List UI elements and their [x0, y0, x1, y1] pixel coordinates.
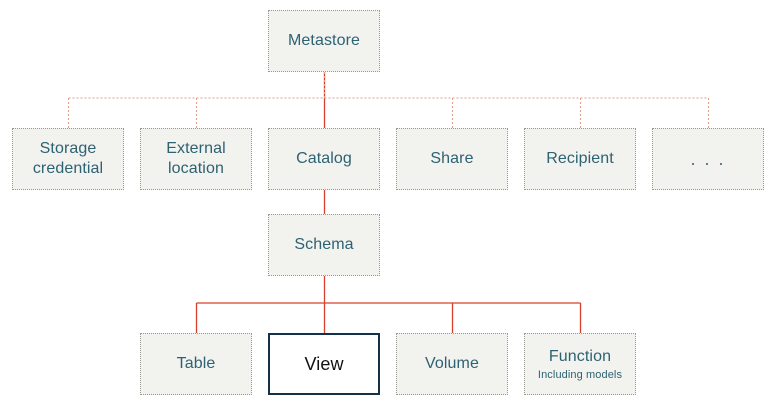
- node-share[interactable]: Share: [396, 128, 508, 190]
- node-table[interactable]: Table: [140, 333, 252, 395]
- node-function-label: Function: [548, 347, 612, 365]
- node-view-label: View: [304, 354, 344, 374]
- node-schema[interactable]: Schema: [268, 214, 380, 276]
- node-catalog-label: Catalog: [296, 150, 352, 167]
- node-metastore[interactable]: Metastore: [268, 10, 380, 72]
- node-external-location[interactable]: External location: [140, 128, 252, 190]
- node-catalog[interactable]: Catalog: [268, 128, 380, 190]
- node-metastore-label: Metastore: [287, 32, 361, 49]
- node-recipient[interactable]: Recipient: [524, 128, 636, 190]
- node-share-label: Share: [430, 150, 474, 167]
- node-more-label: . . .: [690, 149, 726, 169]
- node-volume[interactable]: Volume: [396, 333, 508, 395]
- node-function-sublabel: Including models: [537, 368, 623, 381]
- node-more[interactable]: . . .: [652, 128, 764, 190]
- node-external-location-label: External location: [166, 140, 226, 177]
- node-storage-credential-label: Storage credential: [32, 140, 104, 177]
- node-view[interactable]: View: [268, 333, 380, 395]
- node-table-label: Table: [176, 355, 216, 372]
- node-schema-label: Schema: [294, 236, 354, 253]
- node-storage-credential[interactable]: Storage credential: [12, 128, 124, 190]
- node-function[interactable]: Function Including models: [524, 333, 636, 395]
- node-recipient-label: Recipient: [546, 150, 614, 167]
- node-volume-label: Volume: [425, 355, 479, 372]
